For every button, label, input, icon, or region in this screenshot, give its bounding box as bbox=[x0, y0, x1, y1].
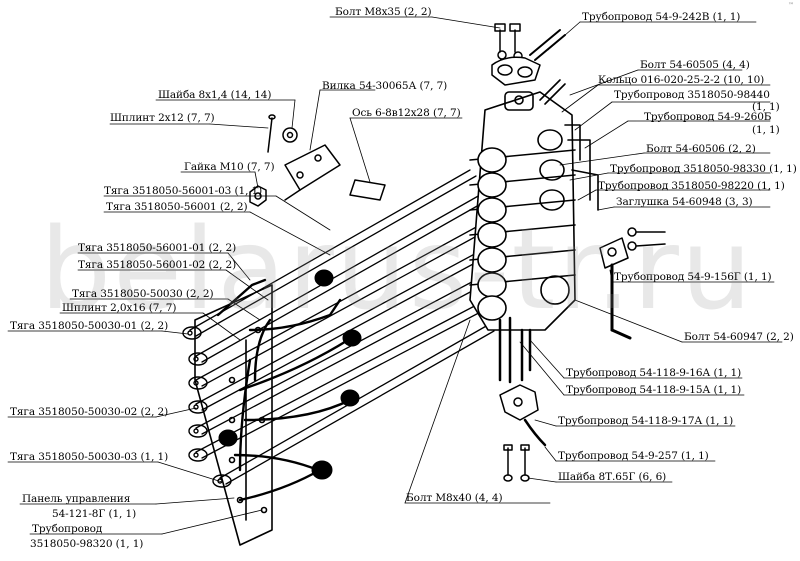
label-pipe-15a: Трубопровод 54-118-9-15А (1, 1) bbox=[566, 384, 742, 396]
label-bolt-60947: Болт 54-60947 (2, 2) bbox=[684, 331, 794, 343]
label-rod-56001: Тяга 3518050-56001 (2, 2) bbox=[106, 201, 248, 213]
corner-mark: ™ bbox=[788, 2, 794, 9]
label-pin-2x16: Шплинт 2,0х16 (7, 7) bbox=[62, 302, 177, 314]
label-pipe-156g: Трубопровод 54-9-156Г (1, 1) bbox=[614, 271, 772, 283]
label-bolt-m8x40: Болт М8х40 (4, 4) bbox=[406, 492, 503, 504]
label-pipe-98220: Трубопровод 3518050-98220 (1, 1) bbox=[598, 180, 785, 192]
tie-rods bbox=[189, 169, 495, 485]
label-pipe-98440: Трубопровод 3518050-98440 bbox=[614, 89, 770, 101]
label-rod-56001-02: Тяга 3518050-56001-02 (2, 2) bbox=[78, 259, 237, 271]
label-panel-code: 54-121-8Г (1, 1) bbox=[52, 508, 137, 520]
label-rod-56001-01: Тяга 3518050-56001-01 (2, 2) bbox=[78, 242, 237, 254]
control-panel-plate bbox=[194, 284, 273, 546]
leader-lines bbox=[7, 16, 783, 535]
label-ring: Кольцо 016-020-25-2-2 (10, 10) bbox=[598, 74, 765, 86]
label-pin-2x12: Шплинт 2х12 (7, 7) bbox=[110, 112, 215, 124]
label-bolt-60506: Болт 54-60506 (2, 2) bbox=[646, 143, 756, 155]
right-side-parts bbox=[498, 227, 666, 384]
label-pipe-260b-qty: (1, 1) bbox=[752, 124, 780, 136]
label-pipe-98320: Трубопровод bbox=[32, 523, 103, 535]
label-rod-50030-02: Тяга 3518050-50030-02 (2, 2) bbox=[10, 406, 169, 418]
label-pipe-257: Трубопровод 54-9-257 (1, 1) bbox=[558, 450, 709, 462]
valve-block bbox=[469, 79, 599, 331]
label-bolt-m8x35: Болт М8х35 (2, 2) bbox=[335, 6, 432, 18]
label-nut-m10: Гайка М10 (7, 7) bbox=[184, 161, 275, 173]
label-pipe-16a: Трубопровод 54-118-9-16А (1, 1) bbox=[566, 367, 742, 379]
label-panel: Панель управления bbox=[22, 493, 131, 505]
label-fork: Вилка 54-30065А (7, 7) bbox=[322, 80, 448, 92]
label-washer-8x14: Шайба 8х1,4 (14, 14) bbox=[158, 89, 272, 101]
label-rod-50030: Тяга 3518050-50030 (2, 2) bbox=[72, 288, 214, 300]
label-axle: Ось 6-8в12х28 (7, 7) bbox=[352, 107, 461, 119]
label-plug: Заглушка 54-60948 (3, 3) bbox=[616, 196, 753, 208]
label-rod-50030-01: Тяга 3518050-50030-01 (2, 2) bbox=[10, 320, 169, 332]
top-fittings bbox=[491, 23, 566, 86]
label-rod-50030-03: Тяга 3518050-50030-03 (1, 1) bbox=[10, 451, 169, 463]
rod-end-eyes bbox=[182, 326, 232, 488]
label-pipe-260b: Трубопровод 54-9-260Б bbox=[644, 111, 772, 123]
label-washer-8t: Шайба 8Т.65Г (6, 6) bbox=[558, 471, 667, 483]
label-pipe-242v: Трубопровод 54-9-242В (1, 1) bbox=[582, 11, 741, 23]
lower-flange bbox=[499, 384, 547, 482]
label-pipe-98440-qty: (1, 1) bbox=[752, 101, 780, 113]
label-pipe-98320-code: 3518050-98320 (1, 1) bbox=[30, 538, 144, 550]
label-pipe-98330: Трубопровод 3518050-98330 (1, 1) bbox=[610, 163, 797, 175]
label-rod-56001-03: Тяга 3518050-56001-03 (1, 1) bbox=[104, 185, 263, 197]
label-pipe-17a: Трубопровод 54-118-9-17А (1, 1) bbox=[558, 415, 734, 427]
label-bolt-60505: Болт 54-60505 (4, 4) bbox=[640, 59, 750, 71]
